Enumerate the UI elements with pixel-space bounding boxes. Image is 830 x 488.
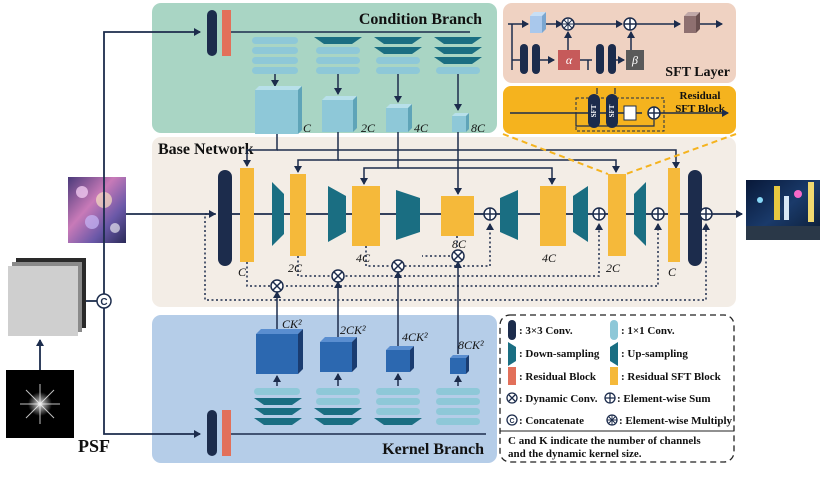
base-enc2-res-sft bbox=[290, 174, 306, 256]
base-label-enc1: C bbox=[238, 265, 247, 279]
condition-stage-4 bbox=[434, 37, 482, 111]
kernel-label-8ck2: 8CK² bbox=[458, 338, 484, 352]
condition-feature-c bbox=[255, 86, 302, 134]
legend-items: : 3×3 Conv. : 1×1 Conv. : Down-sampling … bbox=[500, 320, 734, 460]
svg-text:C: C bbox=[100, 297, 107, 308]
kernel-label-4ck2: 4CK² bbox=[402, 330, 428, 344]
condition-stage-1 bbox=[252, 37, 298, 87]
sft-layer-title: SFT Layer bbox=[665, 65, 730, 80]
kernel-input-conv bbox=[207, 410, 231, 456]
kernel-label-ck2: CK² bbox=[282, 317, 302, 331]
base-dec1-res-sft bbox=[668, 168, 680, 262]
base-label-dec3: 4C bbox=[542, 251, 557, 265]
base-label-enc2: 2C bbox=[288, 261, 303, 275]
psf-image bbox=[6, 370, 74, 438]
kernel-stage-2 bbox=[314, 388, 362, 425]
base-network-title: Base Network bbox=[158, 141, 254, 158]
base-up-3 bbox=[500, 190, 518, 240]
blurred-input-image bbox=[68, 177, 126, 243]
legend-up: : Up-sampling bbox=[621, 348, 688, 360]
base-label-enc3: 4C bbox=[356, 251, 371, 265]
svg-text:C: C bbox=[509, 418, 514, 425]
base-enc1-res-sft bbox=[240, 168, 254, 262]
condition-branch-title: Condition Branch bbox=[359, 11, 482, 28]
kernel-feature-2ck2 bbox=[320, 337, 357, 372]
svg-text:SFT: SFT bbox=[608, 104, 616, 117]
zoom-indicator bbox=[502, 133, 737, 175]
dynamic-conv-1 bbox=[270, 279, 284, 293]
kernel-stage-3 bbox=[374, 388, 422, 425]
kernel-feature-8ck2 bbox=[450, 355, 469, 374]
svg-text:β: β bbox=[631, 53, 638, 67]
condition-label-2c: 2C bbox=[361, 121, 376, 135]
svg-text:α: α bbox=[566, 53, 573, 67]
base-label-dec2: 2C bbox=[606, 261, 621, 275]
base-label-mid: 8C bbox=[452, 237, 467, 251]
condition-stage-2 bbox=[314, 37, 362, 95]
base-sum-3 bbox=[651, 207, 665, 221]
base-sum-2 bbox=[592, 207, 606, 221]
condition-input-conv bbox=[207, 10, 231, 56]
condition-feature-8c bbox=[452, 113, 469, 132]
condition-label-4c: 4C bbox=[414, 121, 429, 135]
kernel-feature-ck2 bbox=[256, 329, 303, 374]
residual-sft-block-panel bbox=[503, 86, 736, 134]
kernel-up-arrows bbox=[273, 261, 462, 386]
base-up-1 bbox=[634, 182, 646, 246]
base-down-3 bbox=[396, 190, 420, 240]
base-output-conv bbox=[688, 170, 702, 266]
svg-text:SFT: SFT bbox=[590, 104, 598, 117]
residual-sft-detail: SFT SFT bbox=[510, 88, 729, 132]
condition-feature-2c bbox=[322, 96, 357, 132]
base-dec2-res-sft bbox=[608, 174, 626, 256]
dynamic-conv-4 bbox=[451, 249, 465, 263]
base-down-1 bbox=[272, 182, 284, 246]
connection-lines bbox=[36, 28, 743, 438]
residual-sft-title-line1: Residual bbox=[680, 90, 721, 102]
base-label-dec1: C bbox=[668, 265, 677, 279]
dynamic-conv-3 bbox=[391, 259, 405, 273]
kernel-feature-4ck2 bbox=[386, 346, 414, 372]
condition-feature-4c bbox=[386, 104, 412, 132]
legend-dynconv: : Dynamic Conv. bbox=[519, 393, 598, 405]
legend-concatenate: : Concatenate bbox=[519, 415, 584, 427]
legend-note-line2: and the dynamic kernel size. bbox=[508, 448, 642, 460]
legend-down: : Down-sampling bbox=[519, 348, 600, 360]
kernel-stage-4 bbox=[436, 388, 480, 425]
base-up-2 bbox=[573, 186, 588, 242]
kernel-label-2ck2: 2CK² bbox=[340, 323, 366, 337]
condition-label-c: C bbox=[303, 121, 312, 135]
base-down-2 bbox=[328, 186, 346, 242]
base-sum-output bbox=[699, 207, 713, 221]
sft-layer-detail: α β bbox=[508, 12, 723, 74]
base-enc3-res-sft bbox=[352, 186, 380, 246]
kernel-stage-1 bbox=[254, 388, 302, 425]
base-sum-1 bbox=[483, 207, 497, 221]
legend-box bbox=[499, 314, 735, 463]
legend-conv3: : 3×3 Conv. bbox=[519, 325, 573, 337]
legend-residual: : Residual Block bbox=[519, 371, 597, 383]
legend-residual-sft: : Residual SFT Block bbox=[621, 371, 722, 383]
psf-label: PSF bbox=[78, 436, 110, 456]
legend-conv1: : 1×1 Conv. bbox=[621, 325, 675, 337]
psf-stack bbox=[8, 258, 86, 336]
concatenate-symbol: C bbox=[96, 293, 112, 309]
base-input-conv bbox=[218, 170, 232, 266]
condition-stage-3 bbox=[374, 37, 422, 103]
legend-sum: : Element-wise Sum bbox=[617, 393, 711, 405]
residual-sft-title-line2: SFT Block bbox=[675, 103, 726, 115]
base-dec3-res-sft bbox=[540, 186, 566, 246]
kernel-branch-title: Kernel Branch bbox=[382, 441, 484, 458]
restored-output-image bbox=[746, 180, 820, 240]
legend-multiply: : Element-wise Multiply bbox=[619, 415, 733, 427]
condition-feed-lines bbox=[243, 132, 680, 195]
condition-label-8c: 8C bbox=[471, 121, 486, 135]
legend-note-line1: C and K indicate the number of channels bbox=[508, 435, 701, 447]
dynamic-conv-2 bbox=[331, 269, 345, 283]
base-mid-res-sft bbox=[441, 196, 474, 236]
